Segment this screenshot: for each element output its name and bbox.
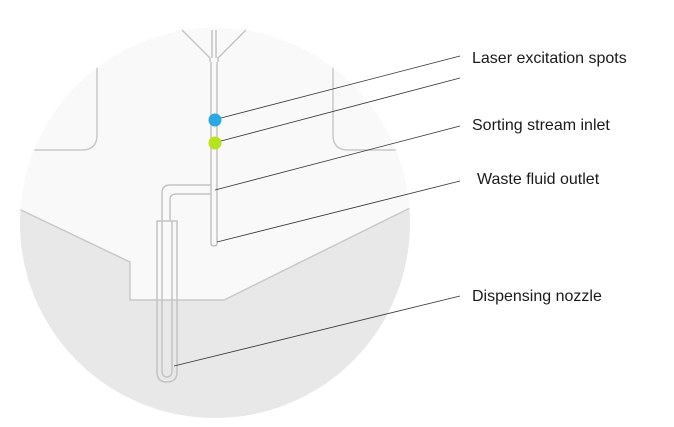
leader-line-nozzle xyxy=(173,295,461,367)
laser-spot-blue xyxy=(208,113,222,127)
nozzle-tube-inner xyxy=(161,221,173,378)
label-waste-fluid-outlet: Waste fluid outlet xyxy=(477,171,600,188)
leader-lines xyxy=(173,55,461,367)
label-sorting-stream-inlet: Sorting stream inlet xyxy=(472,117,610,134)
leader-line-laser-blue xyxy=(220,55,461,119)
channel-branch-left xyxy=(181,29,211,62)
sorting-inlet-channel-inner xyxy=(169,193,211,221)
leader-line-waste-outlet xyxy=(216,180,461,243)
leader-line-sorting-inlet xyxy=(214,125,461,191)
chip-upper-region xyxy=(20,28,410,300)
label-laser-excitation-spots: Laser excitation spots xyxy=(472,50,627,67)
chip-edge-outline xyxy=(20,199,410,301)
channel-branch-center xyxy=(211,30,217,58)
right-chamber-outline xyxy=(332,60,410,151)
main-channel xyxy=(210,62,218,247)
laser-spot-green xyxy=(208,136,222,150)
channel-branch-right xyxy=(217,29,247,62)
left-chamber-outline xyxy=(20,60,98,151)
label-dispensing-nozzle: Dispensing nozzle xyxy=(472,288,602,305)
sorting-inlet-channel xyxy=(161,184,211,221)
nozzle-tube xyxy=(156,220,178,383)
leader-line-laser-green xyxy=(220,77,461,142)
chip-lower-region xyxy=(20,200,410,418)
microchannels xyxy=(156,29,247,383)
